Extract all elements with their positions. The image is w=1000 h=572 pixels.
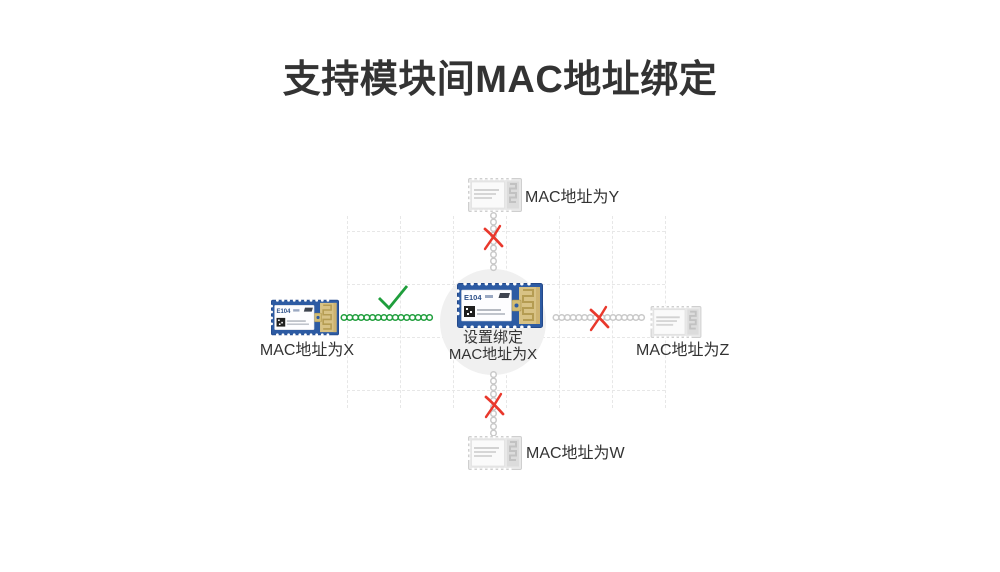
blocked-x-icon xyxy=(589,305,610,332)
grid-line xyxy=(559,216,560,408)
blocked-chain-icon xyxy=(490,212,497,272)
grid-line xyxy=(612,216,613,408)
grid-line xyxy=(347,390,665,391)
blocked-x-icon xyxy=(484,392,505,419)
svg-text:E104: E104 xyxy=(464,293,482,302)
hub-caption-line1: 设置绑定 xyxy=(462,329,523,346)
grid-line xyxy=(347,216,348,408)
node-label-top: MAC地址为Y xyxy=(525,189,620,206)
module-blue-icon: E104 xyxy=(271,298,339,337)
grid-line xyxy=(400,216,401,408)
page-title: 支持模块间MAC地址绑定 xyxy=(282,59,718,101)
node-label-right: MAC地址为Z xyxy=(636,342,730,359)
hub-caption-line2: MAC地址为X xyxy=(448,346,538,363)
module-gray-icon xyxy=(468,436,522,470)
success-check-icon xyxy=(378,285,409,311)
module-gray-icon xyxy=(468,178,522,212)
node-label-left: MAC地址为X xyxy=(259,342,355,359)
grid-line xyxy=(347,231,665,232)
hub-caption: 设置绑定 MAC地址为X xyxy=(413,329,573,363)
blocked-x-icon xyxy=(483,224,504,251)
svg-text:E104: E104 xyxy=(277,309,292,315)
module-blue-icon: E104 xyxy=(457,283,543,328)
bound-chain-icon xyxy=(340,314,436,321)
node-label-bottom: MAC地址为W xyxy=(526,445,625,462)
module-gray-icon xyxy=(650,306,702,338)
